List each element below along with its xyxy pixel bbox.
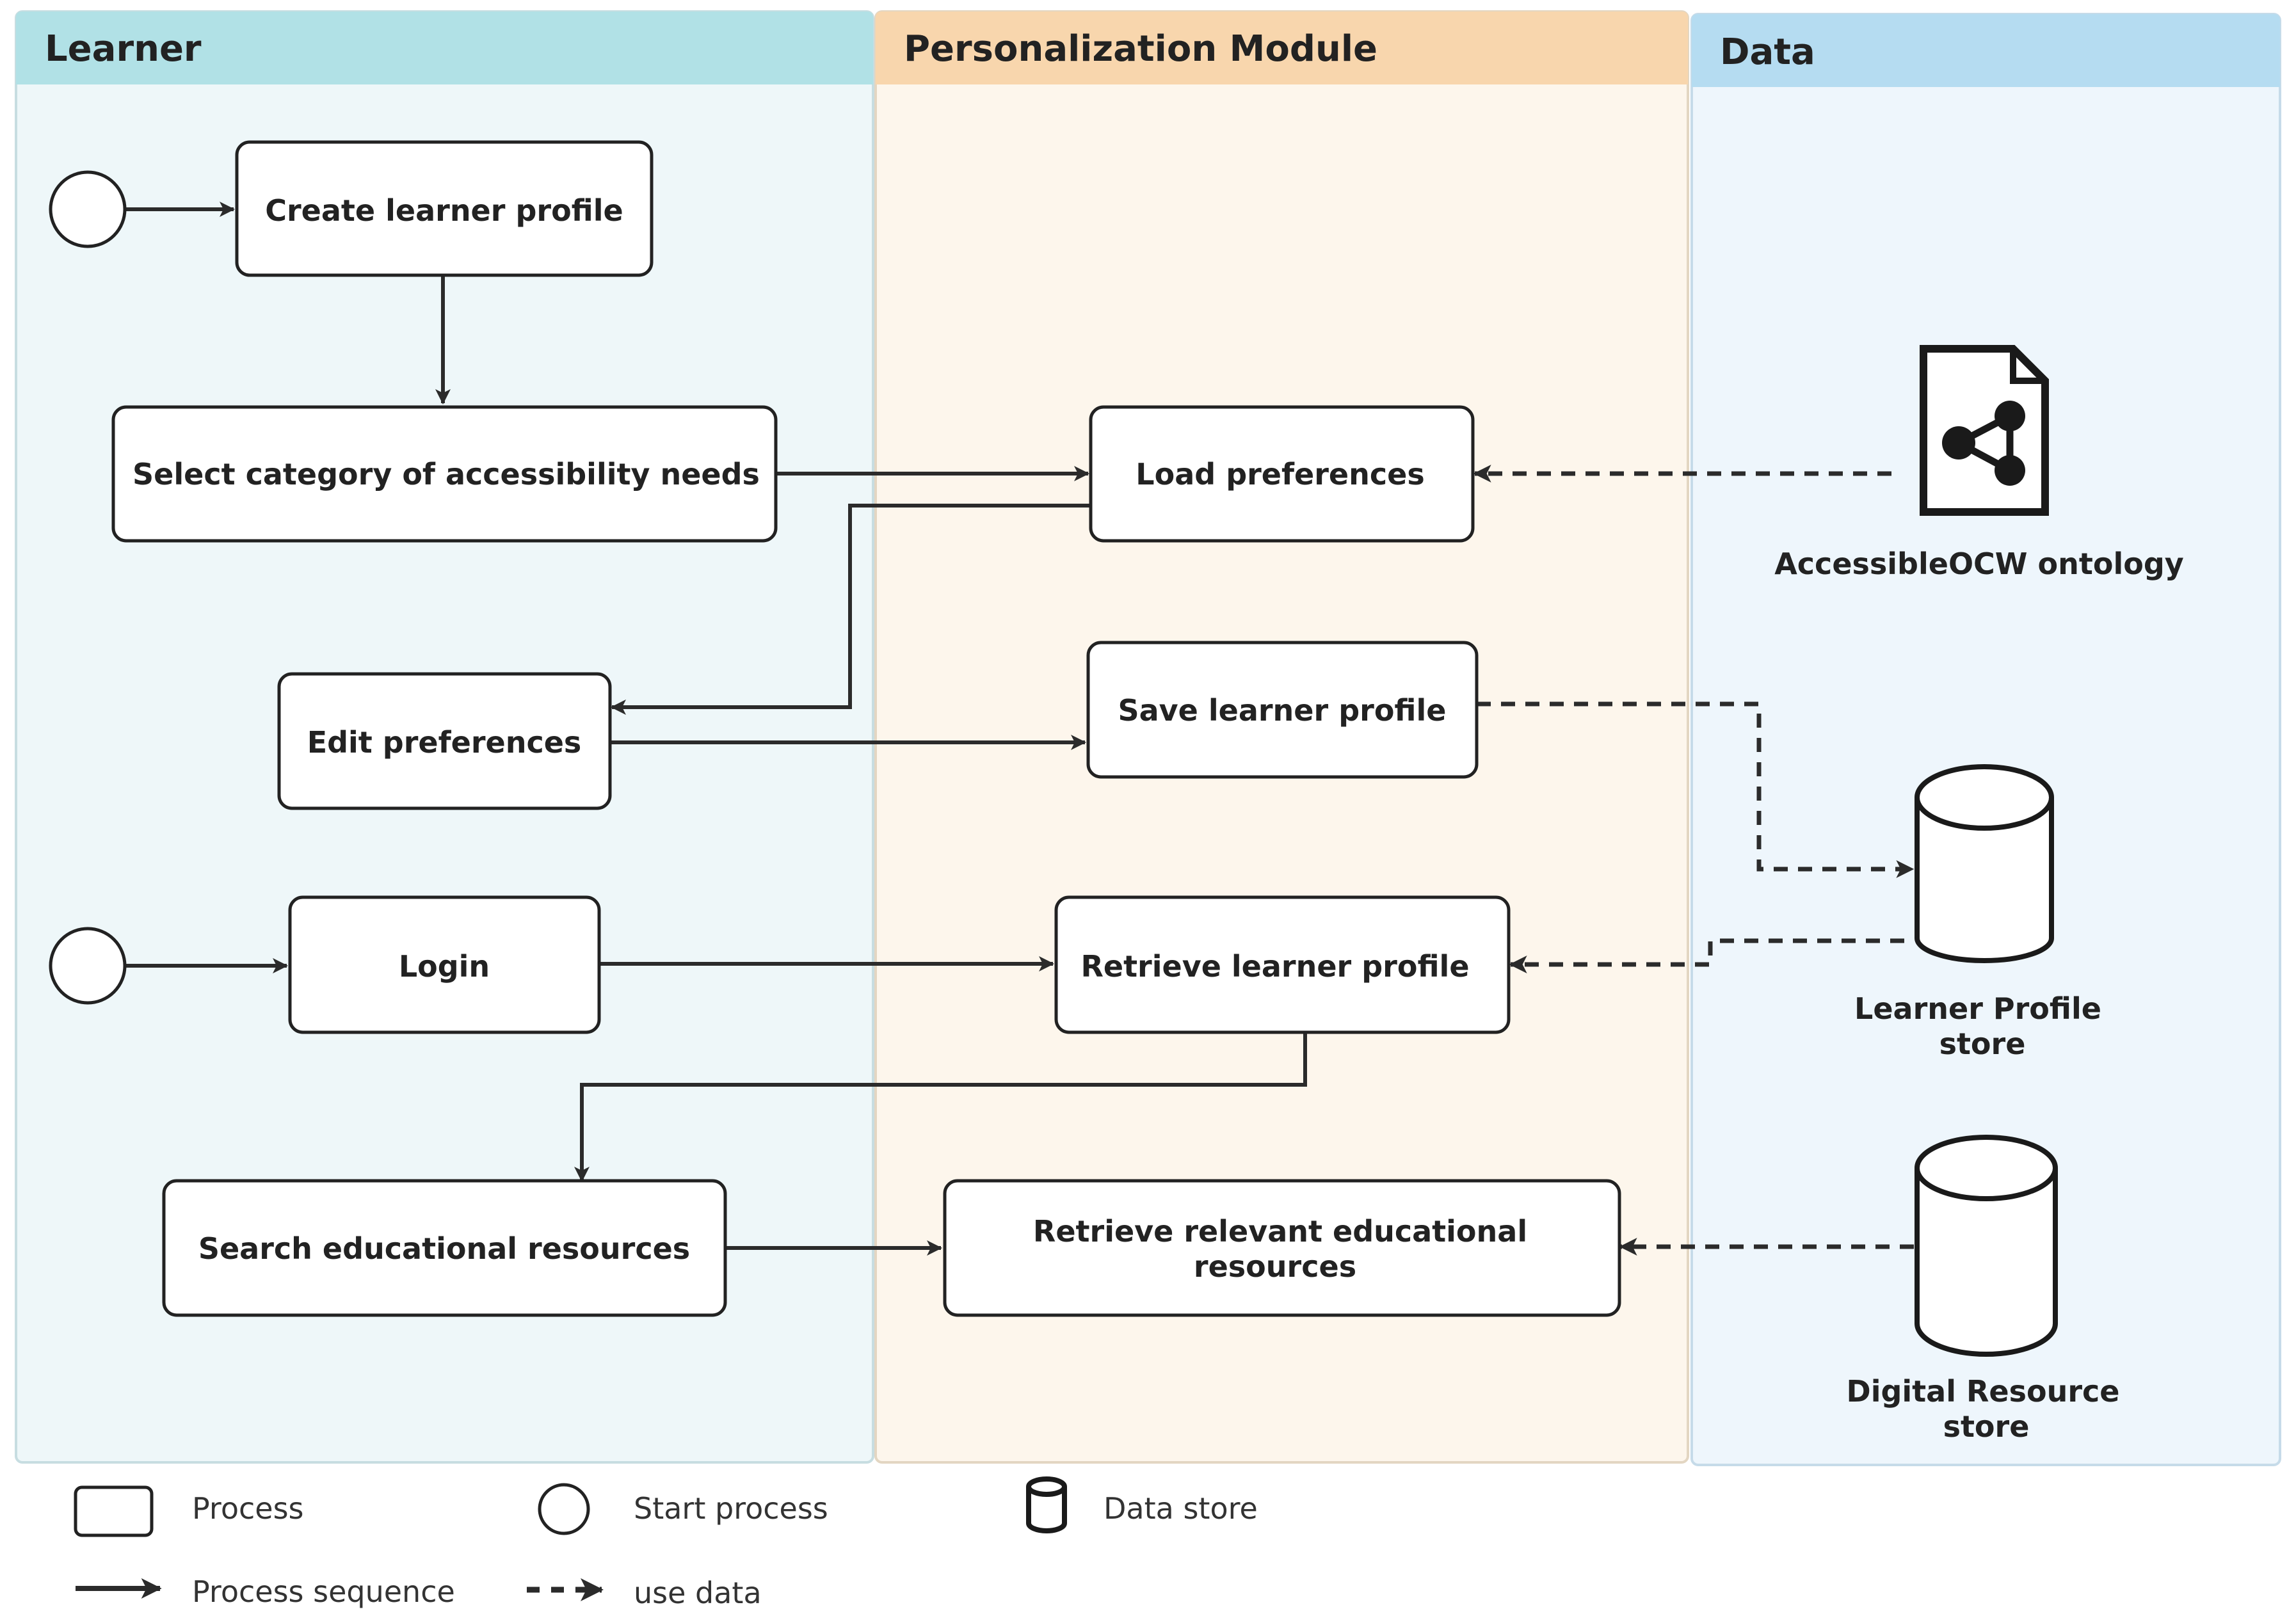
process-login: Login (288, 895, 601, 1034)
process-label-line1: Retrieve relevant educational (1033, 1214, 1527, 1249)
process-label: Search educational resources (198, 1231, 690, 1266)
process-label: Retrieve learner profile (1080, 949, 1469, 984)
ontology-label: AccessibleOCW ontology (1774, 547, 2184, 581)
legend: Process Start process Data store Process… (74, 1476, 1258, 1610)
legend-use-data: use data (527, 1576, 762, 1610)
digital-resource-store: Digital Resource store (1847, 1135, 2120, 1444)
process-label: Select category of accessibility needs (132, 457, 760, 492)
process-label: Login (399, 949, 490, 984)
dashed-save-to-profile-store (1477, 701, 1915, 878)
process-search-educational-resources: Search educational resources (162, 1179, 727, 1317)
process-retrieve-relevant-resources: Retrieve relevant educational resources (943, 1179, 1621, 1317)
arrow-retrieve-to-search (574, 1034, 1307, 1182)
arrow-load-to-edit (611, 504, 1089, 715)
dashed-profile-store-to-retrieve (1509, 938, 1904, 973)
process-edit-preferences: Edit preferences (277, 672, 612, 810)
lane-title-data: Data (1720, 31, 1815, 73)
start-event-1 (49, 170, 127, 248)
legend-start-process: Start process (538, 1483, 828, 1535)
legend-data-store: Data store (1026, 1476, 1258, 1533)
ontology-document: AccessibleOCW ontology (1774, 345, 2184, 581)
process-label: Edit preferences (307, 725, 582, 760)
digital-store-label-line2: store (1943, 1409, 2030, 1444)
data-store-icon (1026, 1476, 1067, 1533)
use-data-arrows (1473, 465, 1915, 1256)
process-load-preferences: Load preferences (1089, 405, 1475, 543)
legend-use-data-label: use data (634, 1576, 762, 1610)
digital-store-label-line1: Digital Resource (1847, 1374, 2120, 1409)
process-label-line2: resources (1194, 1249, 1356, 1284)
legend-process-sequence-label: Process sequence (192, 1574, 455, 1609)
lane-title-personalization: Personalization Module (904, 28, 1377, 70)
lane-title-learner: Learner (45, 28, 202, 70)
learner-profile-store: Learner Profile store (1854, 764, 2101, 1061)
process-retrieve-learner-profile: Retrieve learner profile (1054, 895, 1511, 1034)
process-select-category: Select category of accessibility needs (111, 405, 778, 543)
legend-process-label: Process (192, 1491, 304, 1526)
ontology-share-icon (1920, 345, 2049, 516)
process-label: Load preferences (1136, 457, 1424, 492)
process-label: Save learner profile (1118, 693, 1447, 728)
process-create-learner-profile: Create learner profile (235, 140, 654, 277)
start-event-2 (49, 927, 127, 1005)
process-label: Create learner profile (265, 193, 623, 228)
legend-process: Process (74, 1485, 304, 1537)
process-sequence-arrows (126, 202, 1307, 1256)
profile-store-label-line2: store (1939, 1027, 2026, 1061)
lane-data: Data (1690, 13, 2281, 1466)
legend-process-sequence: Process sequence (76, 1574, 455, 1609)
legend-start-process-label: Start process (634, 1491, 828, 1526)
process-save-learner-profile: Save learner profile (1086, 641, 1479, 779)
legend-data-store-label: Data store (1104, 1491, 1258, 1526)
profile-store-label-line1: Learner Profile (1854, 991, 2101, 1026)
